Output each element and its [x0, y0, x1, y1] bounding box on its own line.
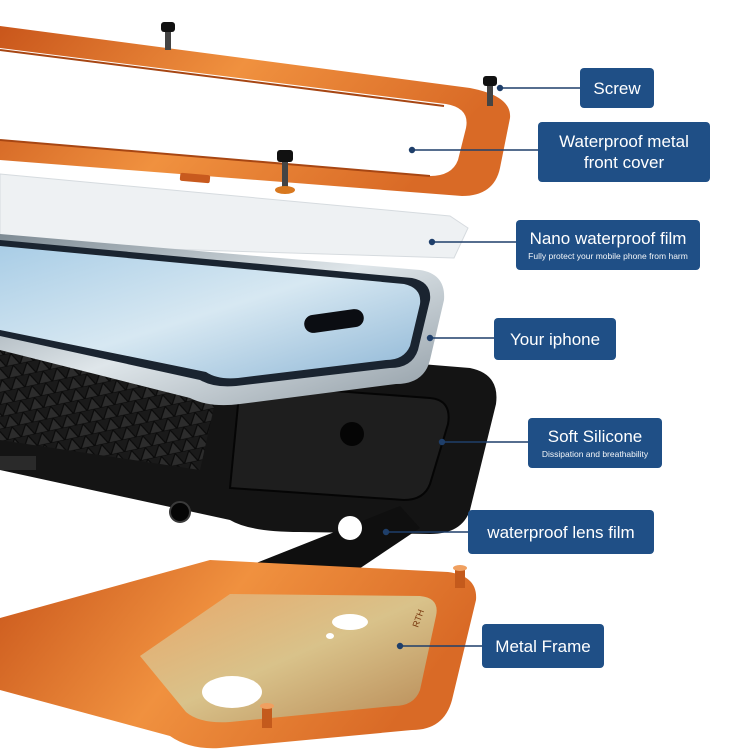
callout-metal-frame-title: Metal Frame — [495, 636, 591, 656]
callout-nano-film: Nano waterproof film Fully protect your … — [516, 220, 700, 270]
callout-silicone-title: Soft Silicone — [547, 427, 643, 446]
callout-nano-film-title: Nano waterproof film — [529, 229, 687, 248]
callout-front-cover-title: Waterproof metal front cover — [559, 132, 689, 172]
callout-screw: Screw — [580, 68, 654, 108]
callout-screw-title: Screw — [593, 78, 641, 98]
front-cover-shape — [0, 26, 511, 196]
screw-shapes — [161, 22, 497, 194]
leader-lines — [382, 84, 580, 650]
callout-iphone: Your iphone — [494, 318, 616, 360]
callout-front-cover: Waterproof metal front cover — [538, 122, 710, 182]
callout-silicone-subtitle: Dissipation and breathability — [541, 449, 649, 459]
leader-dot-silicone — [438, 438, 446, 446]
callout-lens-film-title: waterproof lens film — [487, 522, 635, 542]
iphone-shape — [0, 234, 445, 406]
callout-iphone-title: Your iphone — [509, 329, 601, 349]
callout-lens-film: waterproof lens film — [468, 510, 654, 554]
leader-dot-iphone — [426, 334, 434, 342]
callout-metal-frame: Metal Frame — [482, 624, 604, 668]
callout-nano-film-subtitle: Fully protect your mobile phone from har… — [528, 251, 688, 261]
leader-dot-screw — [496, 84, 504, 92]
leader-dot-metal-frame — [396, 642, 404, 650]
leader-dot-nano-film — [428, 238, 436, 246]
nano-film-shape — [0, 173, 469, 259]
leader-dot-front-cover — [408, 146, 416, 154]
metal-frame-shape: RTH — [0, 560, 477, 749]
callout-silicone: Soft Silicone Dissipation and breathabil… — [528, 418, 662, 468]
leader-dot-lens-film — [382, 528, 390, 536]
